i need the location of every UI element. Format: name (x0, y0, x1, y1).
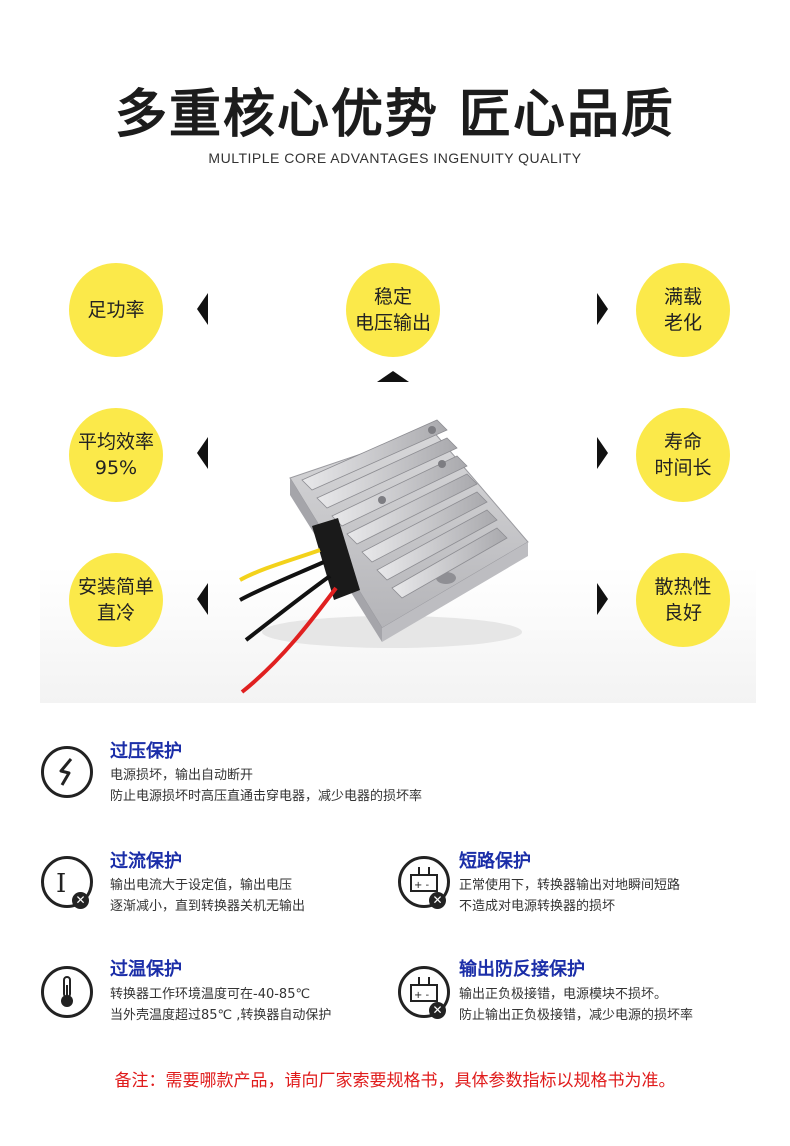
advantage-label: 老化 (663, 312, 702, 334)
feature-line: 输出正负极接错，电源模块不损坏。 (459, 987, 668, 1002)
feature-line: 当外壳温度超过85℃ ,转换器自动保护 (110, 1008, 332, 1023)
shortcircuit-x-icon: ✕ (429, 892, 446, 909)
feature-line: 转换器工作环境温度可在-40-85℃ (110, 987, 311, 1002)
thermometer-icon (41, 966, 93, 1018)
feature-line: 电源损坏，输出自动断开 (110, 768, 254, 783)
overtemp-desc: 转换器工作环境温度可在-40-85℃ 当外壳温度超过85℃ ,转换器自动保护 (110, 984, 331, 1026)
advantage-label: 安装简单 (77, 576, 154, 598)
advantage-label: 时间长 (654, 457, 712, 479)
advantage-stable-voltage: 稳定电压输出 (346, 263, 440, 357)
overvoltage-title: 过压保护 (110, 741, 182, 762)
overvoltage-icon (41, 746, 93, 798)
arrow-up-icon (377, 371, 409, 382)
feature-line: 逐渐减小，直到转换器关机无输出 (110, 899, 306, 914)
advantage-label: 寿命 (663, 431, 702, 453)
page-subtitle: MULTIPLE CORE ADVANTAGES INGENUITY QUALI… (208, 150, 582, 166)
feature-line: 防止电源损坏时高压直通击穿电器，减少电器的损坏率 (110, 789, 423, 804)
advantage-label: 足功率 (87, 299, 145, 321)
advantage-label: 95% (94, 457, 138, 479)
footer-note: 备注：需要哪款产品，请向厂家索要规格书，具体参数指标以规格书为准。 (114, 1071, 676, 1091)
advantage-label: 良好 (663, 602, 702, 624)
arrow-left-icon (197, 293, 208, 325)
reverse-desc: 输出正负极接错，电源模块不损坏。 防止输出正负极接错，减少电源的损坏率 (459, 984, 693, 1026)
overvoltage-desc: 电源损坏，输出自动断开 防止电源损坏时高压直通击穿电器，减少电器的损坏率 (110, 765, 422, 807)
overcurrent-x-icon: ✕ (72, 892, 89, 909)
advantage-label: 满载 (663, 286, 702, 308)
arrow-left-icon (197, 583, 208, 615)
page-title: 多重核心优势 匠心品质 (114, 85, 676, 145)
arrow-right-icon (597, 437, 608, 469)
reverse-x-icon: ✕ (429, 1002, 446, 1019)
feature-line: 不造成对电源转换器的损坏 (459, 899, 616, 914)
advantage-label: 稳定 (373, 286, 412, 308)
advantage-full-power: 足功率 (69, 263, 163, 357)
advantage-easy-install: 安装简单直冷 (69, 553, 163, 647)
feature-line: 正常使用下，转换器输出对地瞬间短路 (459, 878, 681, 893)
advantage-label: 平均效率 (77, 431, 154, 453)
arrow-left-icon (197, 437, 208, 469)
advantage-long-life: 寿命时间长 (636, 408, 730, 502)
converter-product-image (239, 419, 529, 694)
advantage-label: 电压输出 (354, 312, 431, 334)
overtemp-title: 过温保护 (110, 959, 182, 980)
advantage-full-load-aging: 满载老化 (636, 263, 730, 357)
feature-line: 输出电流大于设定值，输出电压 (110, 878, 293, 893)
arrow-right-icon (597, 293, 608, 325)
advantage-label: 散热性 (654, 576, 712, 598)
svg-text:+ -: + - (414, 990, 430, 1001)
shortcircuit-desc: 正常使用下，转换器输出对地瞬间短路 不造成对电源转换器的损坏 (459, 875, 680, 917)
advantage-efficiency: 平均效率 95% (69, 408, 163, 502)
overcurrent-desc: 输出电流大于设定值，输出电压 逐渐减小，直到转换器关机无输出 (110, 875, 305, 917)
arrow-right-icon (597, 583, 608, 615)
reverse-title: 输出防反接保护 (459, 959, 585, 980)
svg-text:I: I (56, 869, 66, 899)
feature-line: 防止输出正负极接错，减少电源的损坏率 (459, 1008, 694, 1023)
overcurrent-title: 过流保护 (110, 851, 182, 872)
shortcircuit-title: 短路保护 (459, 851, 531, 872)
advantage-label: 直冷 (96, 602, 135, 624)
advantage-heat-dissipation: 散热性良好 (636, 553, 730, 647)
svg-text:+ -: + - (414, 880, 430, 891)
